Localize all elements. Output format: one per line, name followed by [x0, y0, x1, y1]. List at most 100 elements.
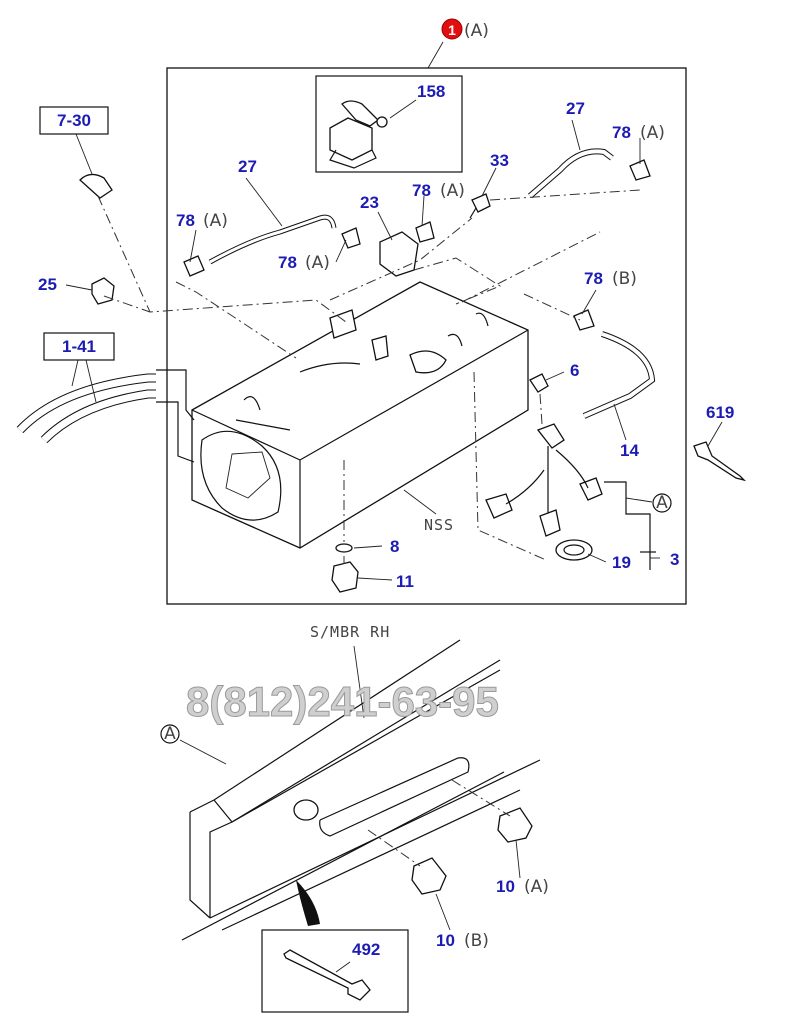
pointer-arrow	[296, 880, 320, 926]
ref-1-41[interactable]: 1-41	[62, 337, 96, 356]
connection-lines	[97, 189, 656, 570]
phone-watermark: 8(812)241-63-95	[186, 678, 499, 725]
ref-78b-suffix: (B)	[612, 269, 637, 289]
circle-a-marker-1: A	[625, 493, 672, 513]
ref-27-right[interactable]: 27	[566, 99, 585, 118]
ref-11[interactable]: 11	[396, 572, 414, 591]
ref-33[interactable]: 33	[490, 151, 509, 170]
frame-pipe	[319, 757, 470, 837]
inset-158	[315, 75, 463, 173]
sender-plug	[579, 477, 603, 501]
fuel-tank[interactable]	[191, 281, 529, 549]
ref-14[interactable]: 14	[620, 441, 639, 460]
clamp-78a-3	[415, 221, 435, 243]
hose-1-41-a-inner	[17, 374, 156, 433]
tank-port-1	[243, 396, 261, 411]
ref-6[interactable]: 6	[570, 361, 579, 380]
sender-connector	[485, 493, 513, 519]
clip-10a	[497, 807, 533, 843]
ref-78a-3-suffix: (A)	[440, 181, 465, 201]
leader-492	[335, 961, 351, 973]
ref-10a-suffix: (A)	[524, 877, 549, 897]
ref-78a-2[interactable]: 78	[278, 253, 297, 272]
ref-23[interactable]: 23	[360, 193, 379, 212]
clamps-78	[183, 159, 651, 331]
tank-pipe-2	[235, 419, 291, 431]
ref-492[interactable]: 492	[352, 940, 380, 959]
bolt-33-shank	[469, 207, 477, 219]
hose-27-left-inner	[209, 215, 336, 264]
ref-10b[interactable]: 10	[436, 931, 455, 950]
clamp-78a-4	[629, 159, 651, 181]
clamp-78a-2	[341, 227, 361, 249]
ref-78a-3[interactable]: 78	[412, 181, 431, 200]
ref-19[interactable]: 19	[612, 553, 631, 572]
callout-number: 1	[448, 22, 456, 38]
circle-a-marker-2: A	[160, 724, 227, 765]
fitting-7-30	[79, 173, 113, 199]
svg-text:A: A	[656, 493, 668, 513]
ref-78a-1[interactable]: 78	[176, 211, 195, 230]
frame-member-view: S/MBR RH A	[160, 623, 541, 941]
valve-part	[341, 100, 379, 127]
sender-head	[536, 423, 565, 449]
bracket-base	[329, 149, 377, 169]
hose-14-outer	[582, 331, 656, 419]
cable-tie-492	[283, 949, 371, 1001]
assembly-frame	[166, 67, 687, 605]
clamp-78a-1	[183, 255, 205, 277]
tank-outline	[191, 281, 529, 549]
ref-7-30-box	[39, 106, 109, 135]
hose-27-right-inner	[528, 149, 614, 198]
smbr-label: S/MBR RH	[310, 623, 390, 641]
ref-78a-1-suffix: (A)	[203, 211, 228, 231]
pipe-link-lower	[156, 401, 195, 463]
ref-78a-4-suffix: (A)	[640, 123, 665, 143]
callout-suffix: (A)	[464, 21, 489, 41]
ref-619[interactable]: 619	[706, 403, 734, 422]
valve-nipple	[376, 116, 388, 128]
clip-10b	[411, 857, 447, 895]
sender-wire-2	[555, 449, 589, 489]
pipe-link-upper	[156, 369, 195, 421]
ref-158[interactable]: 158	[417, 82, 445, 101]
fitting-25	[91, 277, 115, 305]
gasket-19-inner	[563, 544, 585, 556]
gasket-19	[555, 539, 593, 561]
leader-158	[389, 99, 417, 119]
tank-port-2	[447, 333, 463, 347]
ref-78a-4[interactable]: 78	[612, 123, 631, 142]
ref-25[interactable]: 25	[38, 275, 57, 294]
plug-11	[331, 561, 359, 593]
inset-492-box	[261, 929, 409, 1013]
red-callout-badge	[441, 18, 463, 40]
filler-neck	[409, 350, 447, 374]
tank-fitting	[329, 309, 357, 339]
bolt-6	[529, 373, 549, 393]
tank-pipe-1	[299, 362, 361, 373]
callout-leader	[427, 41, 444, 69]
ref-78b[interactable]: 78	[584, 269, 603, 288]
tank-clip	[371, 335, 389, 361]
ref-3[interactable]: 3	[670, 550, 679, 569]
sender-wire-1	[505, 469, 545, 505]
main-callout[interactable]: 1 (A)	[427, 18, 489, 69]
tank-end-cap	[200, 430, 282, 521]
ref-7-30[interactable]: 7-30	[57, 111, 91, 130]
ref-8[interactable]: 8	[390, 537, 399, 556]
tank-end-star	[225, 451, 271, 499]
svg-text:A: A	[164, 724, 176, 744]
hose-14-inner	[583, 332, 655, 418]
tank-port-3	[475, 312, 489, 327]
ref-27-left[interactable]: 27	[238, 157, 257, 176]
hose-1-41-b-inner	[41, 390, 156, 443]
hose-1-41-a-outer	[16, 373, 156, 434]
leader-lines	[65, 119, 723, 581]
ref-10b-suffix: (B)	[464, 931, 489, 951]
ref-1-41-box	[43, 332, 115, 361]
frame-hole	[293, 799, 319, 821]
ref-10a[interactable]: 10	[496, 877, 515, 896]
ref-78a-2-suffix: (A)	[305, 253, 330, 273]
washer-8	[335, 543, 353, 553]
